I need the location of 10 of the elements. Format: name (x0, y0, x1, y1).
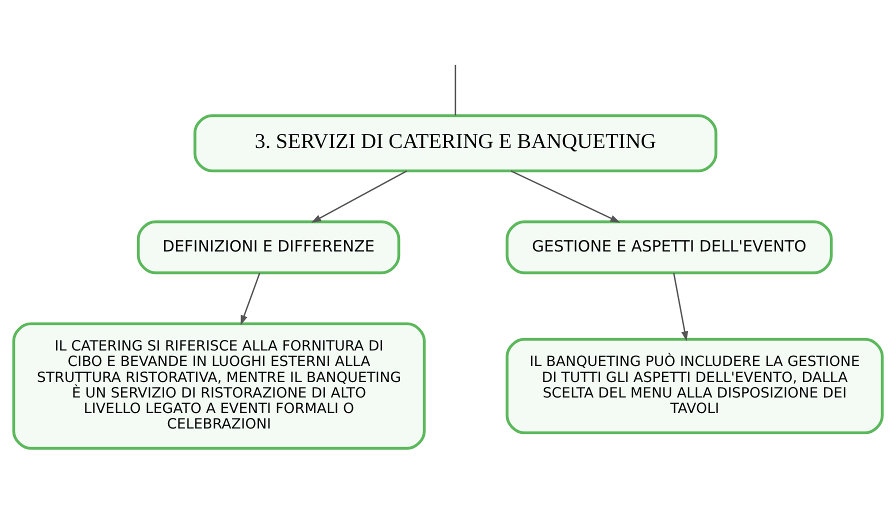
arrow (311, 170, 408, 222)
node-box: IL CATERING SI RIFERISCE ALLA FORNITURA DI CIBO E BEVANDE IN LUOGHI ESTERNI ALLA STRUTTURA RISTORATIVA, MENTRE IL BANQUETING È UN SERVIZIO DI RISTORAZIONE DI ALTO LIVELLO LEGATO A EVENTI FORMALI O CELEBRAZIONI (12, 322, 426, 450)
arrow (673, 272, 688, 341)
node-box: IL BANQUETING PUÒ INCLUDERE LA GESTIONE DI TUTTI GLI ASPETTI DELL'EVENTO, DALLA SCELTA DEL MENU ALLA DISPOSIZIONE DEI TAVOLI (506, 337, 884, 434)
node-box: DEFINIZIONI E DIFFERENZE (136, 220, 400, 274)
connector (454, 64, 456, 115)
arrow (510, 170, 620, 222)
arrow (240, 272, 260, 325)
node-box: GESTIONE E ASPETTI DELL'EVENTO (506, 220, 833, 274)
node-box: 3. SERVIZI DI CATERING E BANQUETING (194, 114, 718, 172)
